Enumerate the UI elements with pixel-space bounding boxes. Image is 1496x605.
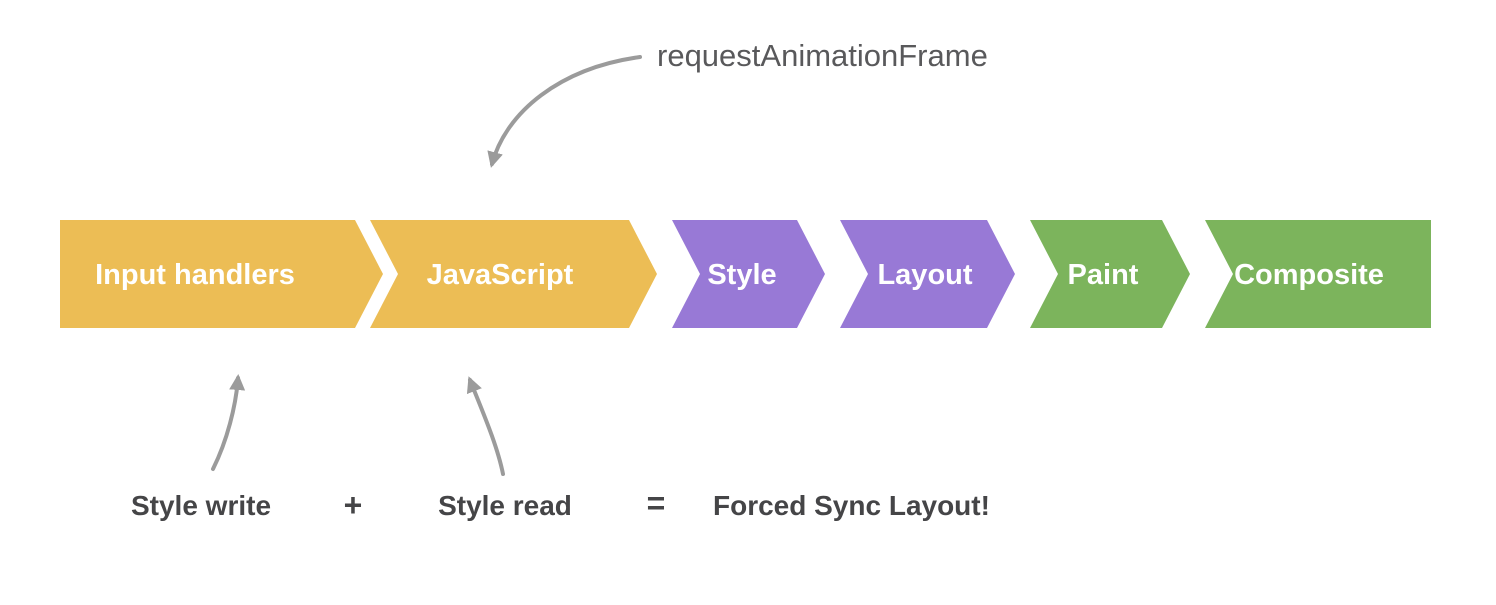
forced-sync-annotation: Style write + Style read = Forced Sync L… (131, 374, 990, 523)
pipeline-band: Input handlers JavaScript Style Layout P… (60, 220, 1431, 328)
stage-shape-javascript (370, 220, 657, 328)
stage-label-composite: Composite (1234, 259, 1384, 291)
style-write-label: Style write (131, 490, 271, 521)
stage-shape-style (672, 220, 825, 328)
raf-label: requestAnimationFrame (657, 38, 988, 73)
stage-label-style: Style (707, 259, 776, 291)
plus-sign: + (344, 487, 363, 523)
stage-label-javascript: JavaScript (427, 259, 574, 291)
stage-label-input-handlers: Input handlers (95, 259, 295, 291)
equals-sign: = (647, 485, 666, 521)
forced-sync-layout-label: Forced Sync Layout! (713, 490, 990, 521)
style-read-label: Style read (438, 490, 572, 521)
raf-annotation: requestAnimationFrame (487, 38, 988, 168)
stage-shape-layout (840, 220, 1015, 328)
stage-label-paint: Paint (1068, 259, 1139, 291)
stage-shape-input-handlers (60, 220, 383, 328)
stage-shape-composite (1205, 220, 1431, 328)
stage-label-layout: Layout (877, 259, 972, 291)
style-read-arrow (466, 376, 505, 476)
style-write-arrow (211, 374, 246, 471)
raf-arrow (487, 55, 642, 168)
stage-shape-paint (1030, 220, 1190, 328)
